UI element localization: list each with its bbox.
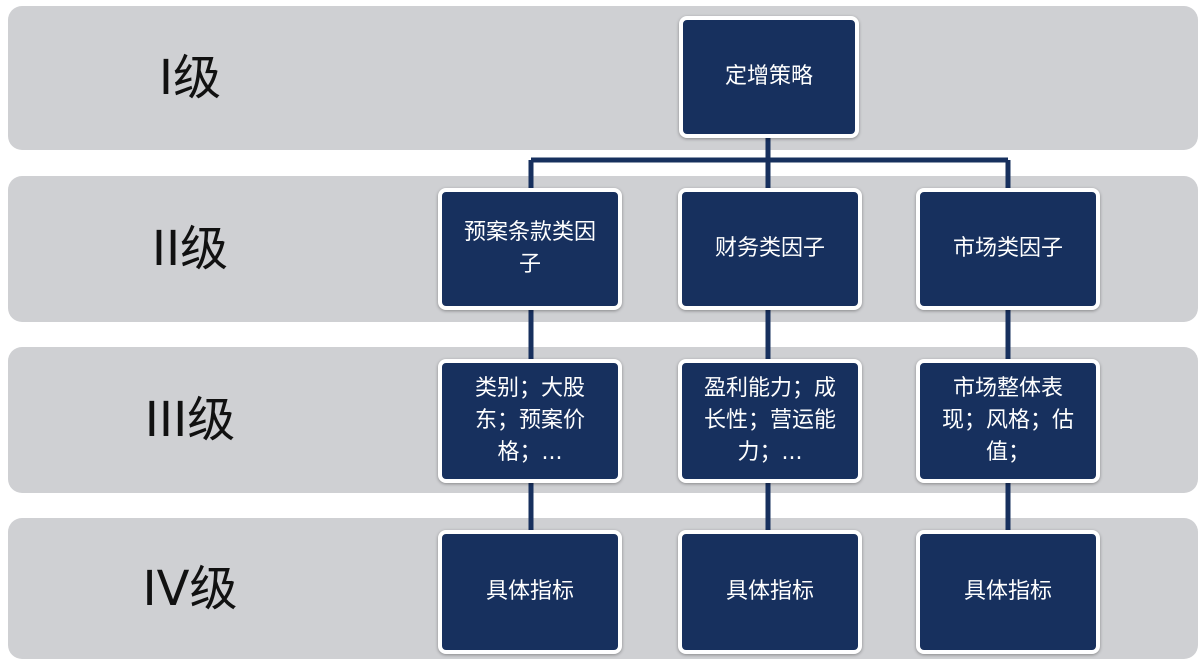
level-band-1 (8, 6, 1198, 150)
node-factor-plan-label: 预案条款类因子 (463, 220, 596, 277)
node-indicator-plan-label: 具体指标 (485, 579, 574, 605)
node-indicator-plan: 具体指标 (438, 530, 622, 654)
node-factor-market: 市场类因子 (916, 188, 1100, 310)
node-factor-finance-label: 财务类因子 (714, 236, 825, 262)
level-label-3: III级 (144, 392, 236, 448)
node-indicator-market-label: 具体指标 (963, 579, 1052, 605)
node-sub-finance-label: 盈利能力；成长性；营运能力；... (703, 376, 836, 465)
level-label-2: II级 (151, 221, 229, 277)
node-factor-market-label: 市场类因子 (952, 236, 1063, 262)
node-indicator-finance-label: 具体指标 (725, 579, 814, 605)
node-factor-plan: 预案条款类因子 (438, 188, 622, 310)
level-label-4: IV级 (142, 561, 238, 617)
level-label-1: I级 (158, 50, 222, 106)
node-root-strategy: 定增策略 (679, 16, 859, 138)
node-sub-finance: 盈利能力；成长性；营运能力；... (678, 359, 862, 483)
node-sub-plan: 类别；大股东；预案价格；... (438, 359, 622, 483)
node-indicator-finance: 具体指标 (678, 530, 862, 654)
node-indicator-market: 具体指标 (916, 530, 1100, 654)
node-root-label: 定增策略 (724, 64, 813, 90)
node-sub-market: 市场整体表现；风格；估值； (916, 359, 1100, 483)
node-sub-plan-label: 类别；大股东；预案价格；... (474, 376, 585, 465)
node-sub-market-label: 市场整体表现；风格；估值； (941, 376, 1074, 465)
node-factor-finance: 财务类因子 (678, 188, 862, 310)
